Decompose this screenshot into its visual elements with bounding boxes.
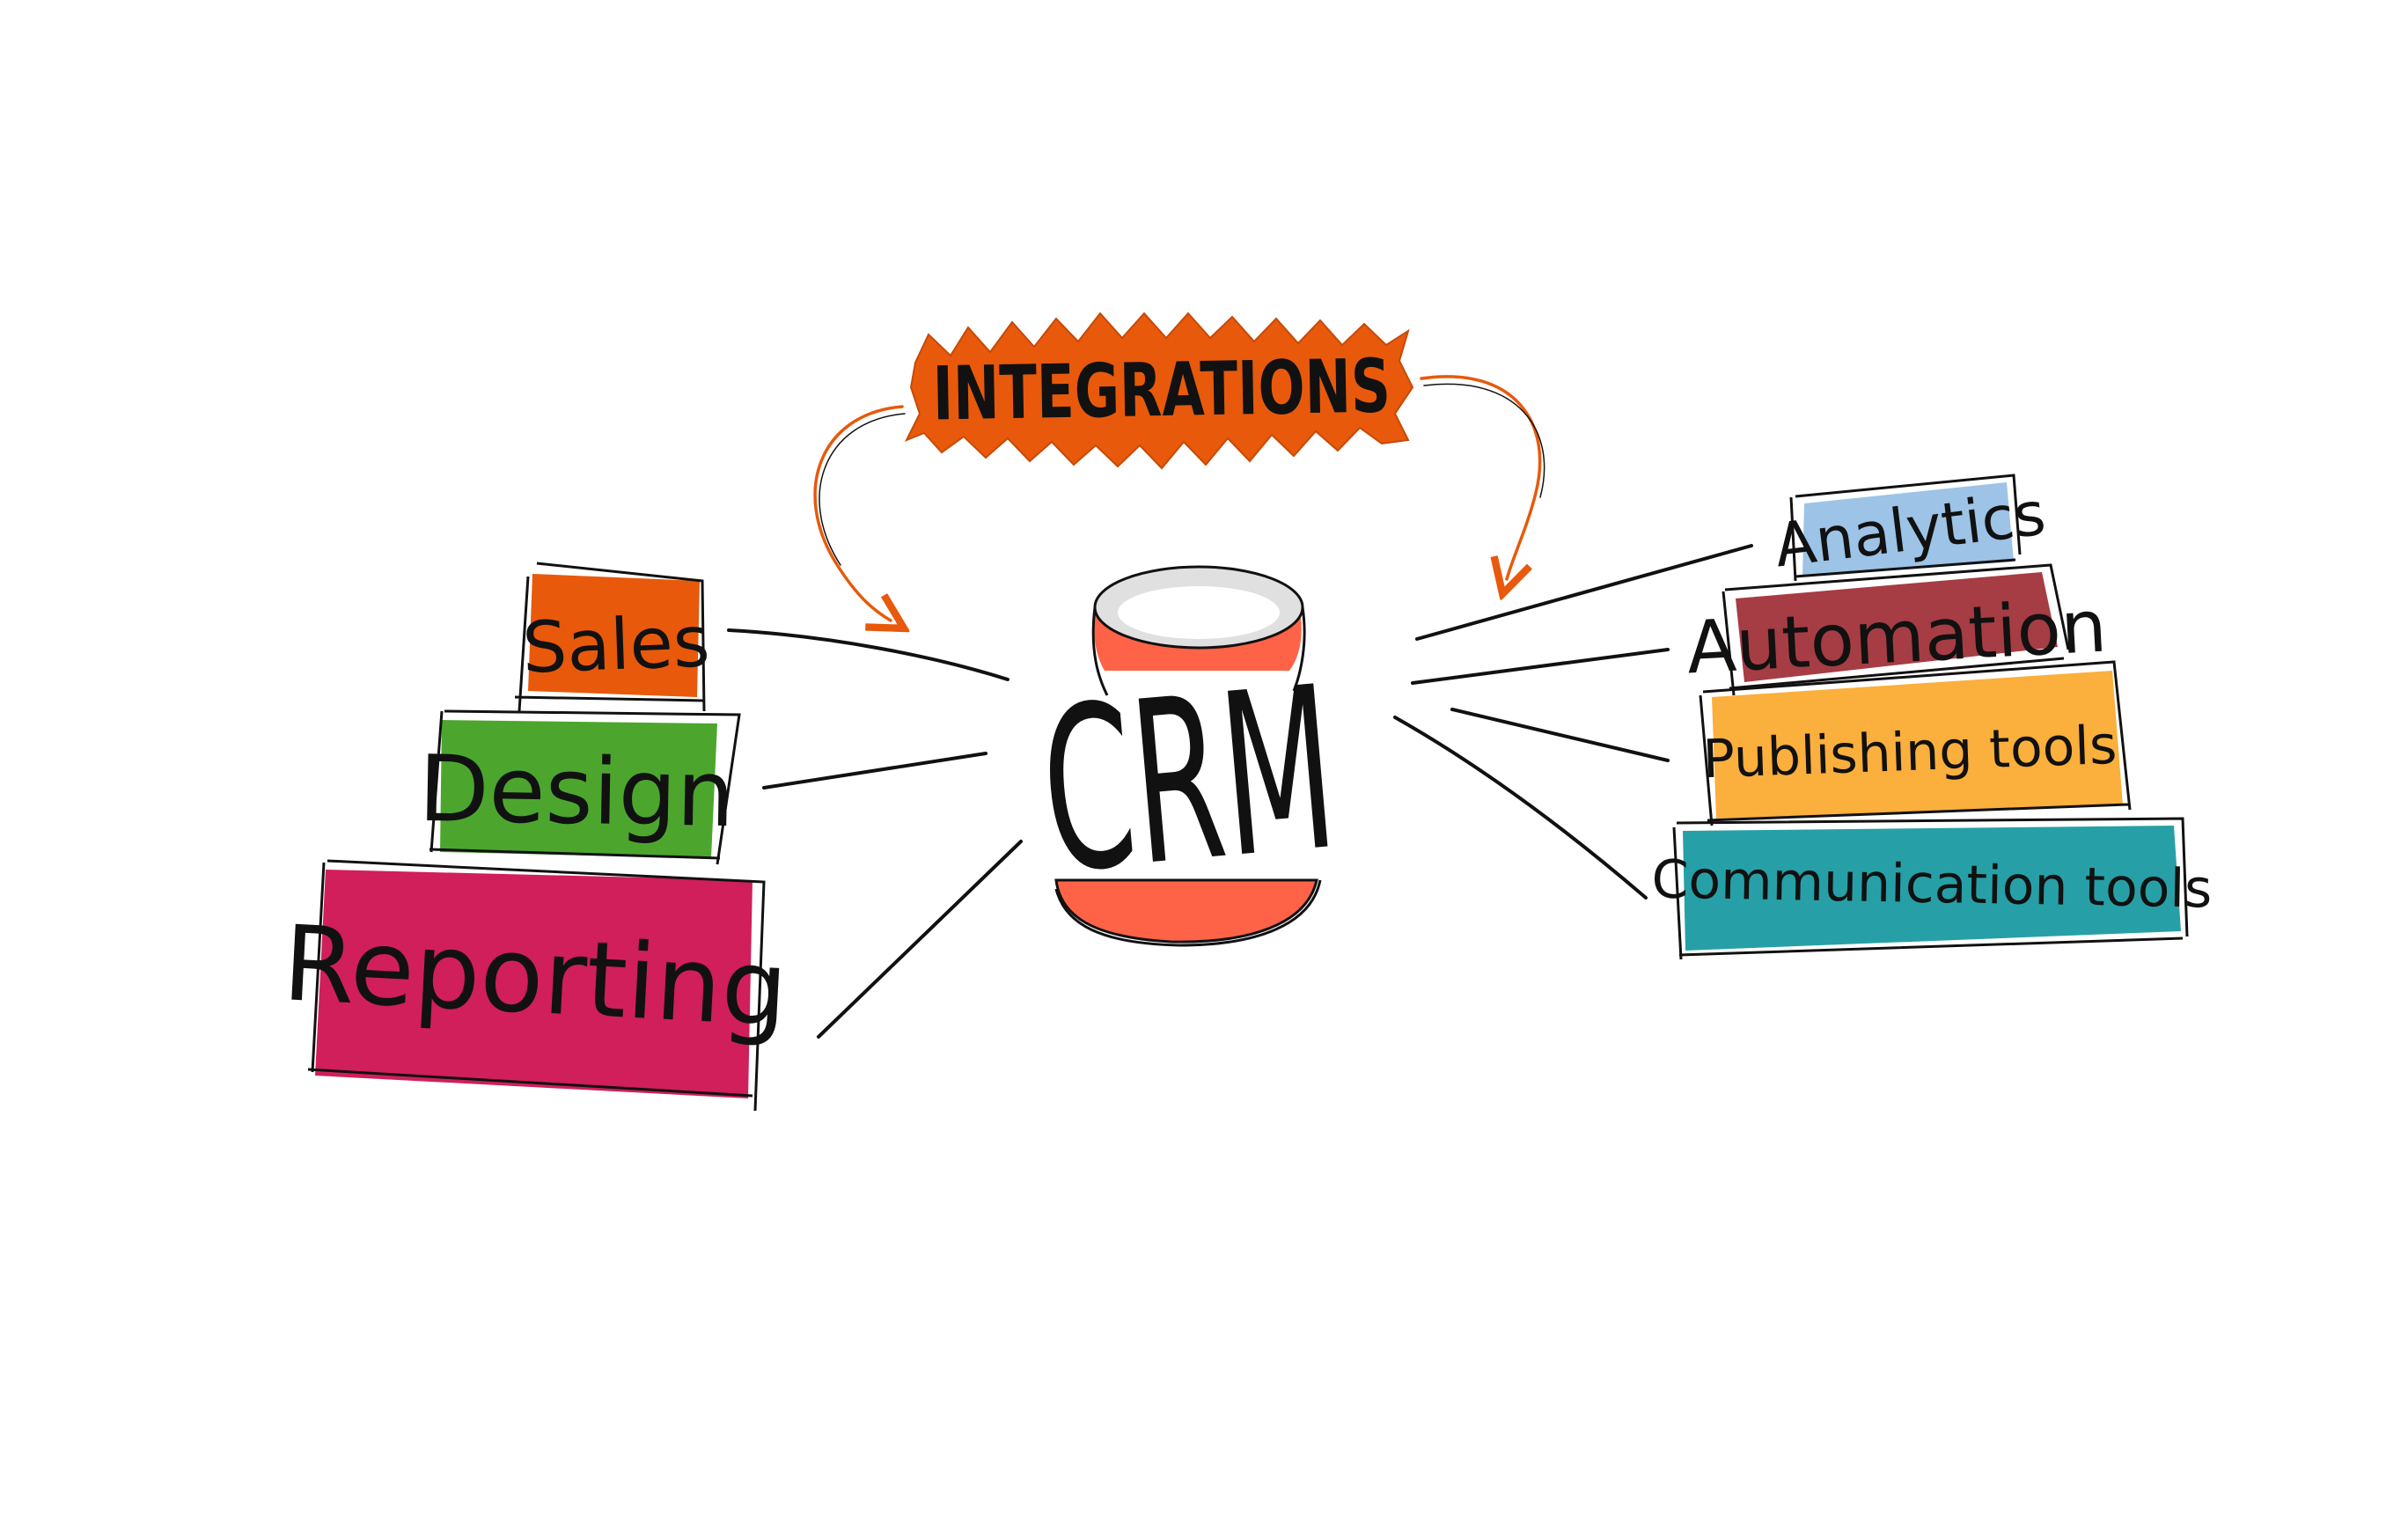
- block-analytics-fill: [1802, 482, 2014, 577]
- connector-sales: [727, 628, 1009, 681]
- block-sales: Sales: [514, 562, 711, 712]
- block-analytics: Analytics: [1771, 474, 2049, 582]
- integrations-label: INTEGRATIONS: [932, 342, 1391, 437]
- connector-publishing: [1450, 708, 1670, 762]
- connector-design: [762, 752, 987, 790]
- right-stack: Analytics Automation Publishing tools Co…: [1651, 474, 2213, 960]
- block-reporting-fill: [315, 870, 752, 1098]
- left-stack: Sales Design Reporting: [280, 562, 790, 1112]
- barrel-band-bottom: [1054, 878, 1318, 944]
- block-sales-label: Sales: [521, 600, 711, 688]
- block-automation-fill: [1736, 572, 2058, 682]
- connector-automation: [1411, 648, 1670, 685]
- right-connectors: [1393, 544, 1753, 900]
- block-publishing-label: Publishing tools: [1702, 715, 2118, 790]
- block-communication-outline: [1672, 817, 2189, 960]
- block-reporting-label: Reporting: [280, 902, 790, 1050]
- crm-barrel: CRM: [1032, 565, 1345, 947]
- block-reporting: Reporting: [280, 859, 790, 1112]
- barrel-side-right: [1292, 606, 1306, 692]
- arrow-left-shadow: [819, 413, 906, 566]
- block-design-label: Design: [418, 735, 736, 848]
- barrel-side-left: [1091, 606, 1109, 696]
- integration-arrows: [813, 375, 1545, 621]
- block-automation-outline: [1722, 563, 2070, 696]
- block-communication-fill: [1683, 826, 2181, 951]
- block-publishing-outline: [1699, 660, 2132, 826]
- arrow-right: [1420, 375, 1542, 579]
- barrel-bottom-curve: [1054, 879, 1322, 947]
- connector-communication: [1393, 716, 1648, 900]
- connector-reporting: [817, 840, 1023, 1039]
- integrations-badge: INTEGRATIONS: [904, 312, 1414, 470]
- block-sales-outline: [514, 562, 706, 712]
- left-connectors: [727, 628, 1023, 1039]
- block-reporting-outline: [307, 859, 766, 1112]
- connector-analytics: [1415, 544, 1753, 641]
- barrel-rim-inner: [1118, 586, 1280, 639]
- block-sales-fill: [528, 574, 700, 697]
- integrations-shape: [904, 312, 1414, 470]
- block-communication: Communication tools: [1651, 817, 2213, 960]
- block-analytics-outline: [1789, 474, 2022, 582]
- block-communication-label: Communication tools: [1651, 848, 2213, 920]
- block-design: Design: [418, 709, 741, 865]
- crm-label: CRM: [1032, 638, 1345, 924]
- arrow-left: [813, 405, 902, 621]
- block-publishing: Publishing tools: [1699, 660, 2132, 826]
- block-design-fill: [440, 720, 717, 858]
- block-design-outline: [429, 709, 741, 865]
- arrow-right-shadow: [1423, 383, 1545, 498]
- block-publishing-fill: [1712, 671, 2123, 819]
